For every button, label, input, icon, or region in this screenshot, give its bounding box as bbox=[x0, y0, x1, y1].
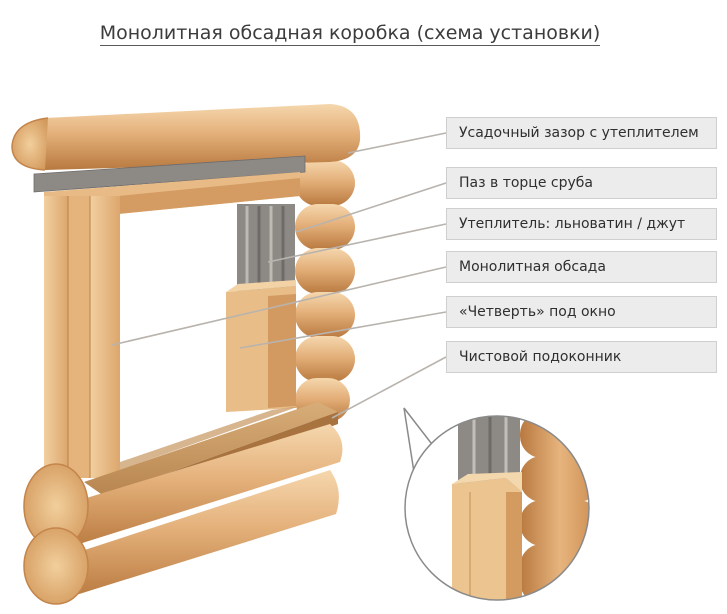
diagram-title: Монолитная обсадная коробка (схема устан… bbox=[99, 22, 601, 46]
right-jamb-block bbox=[226, 280, 296, 412]
left-jamb bbox=[44, 196, 120, 478]
label-finish-sill: Чистовой подоконник bbox=[446, 341, 717, 373]
label-monolithic-casing: Монолитная обсада bbox=[446, 251, 717, 283]
zoom-callout bbox=[403, 407, 590, 601]
bottom-logs bbox=[23, 424, 343, 605]
label-shrinkage-gap: Усадочный зазор с утеплителем bbox=[446, 117, 717, 149]
label-window-rebate: «Четверть» под окно bbox=[446, 296, 717, 328]
label-insulation: Утеплитель: льноватин / джут bbox=[446, 208, 717, 240]
top-log bbox=[11, 104, 361, 171]
label-log-end-slot: Паз в торце сруба bbox=[446, 167, 717, 199]
shrinkage-gap-insulation bbox=[34, 156, 305, 192]
callout-lines bbox=[111, 132, 447, 419]
